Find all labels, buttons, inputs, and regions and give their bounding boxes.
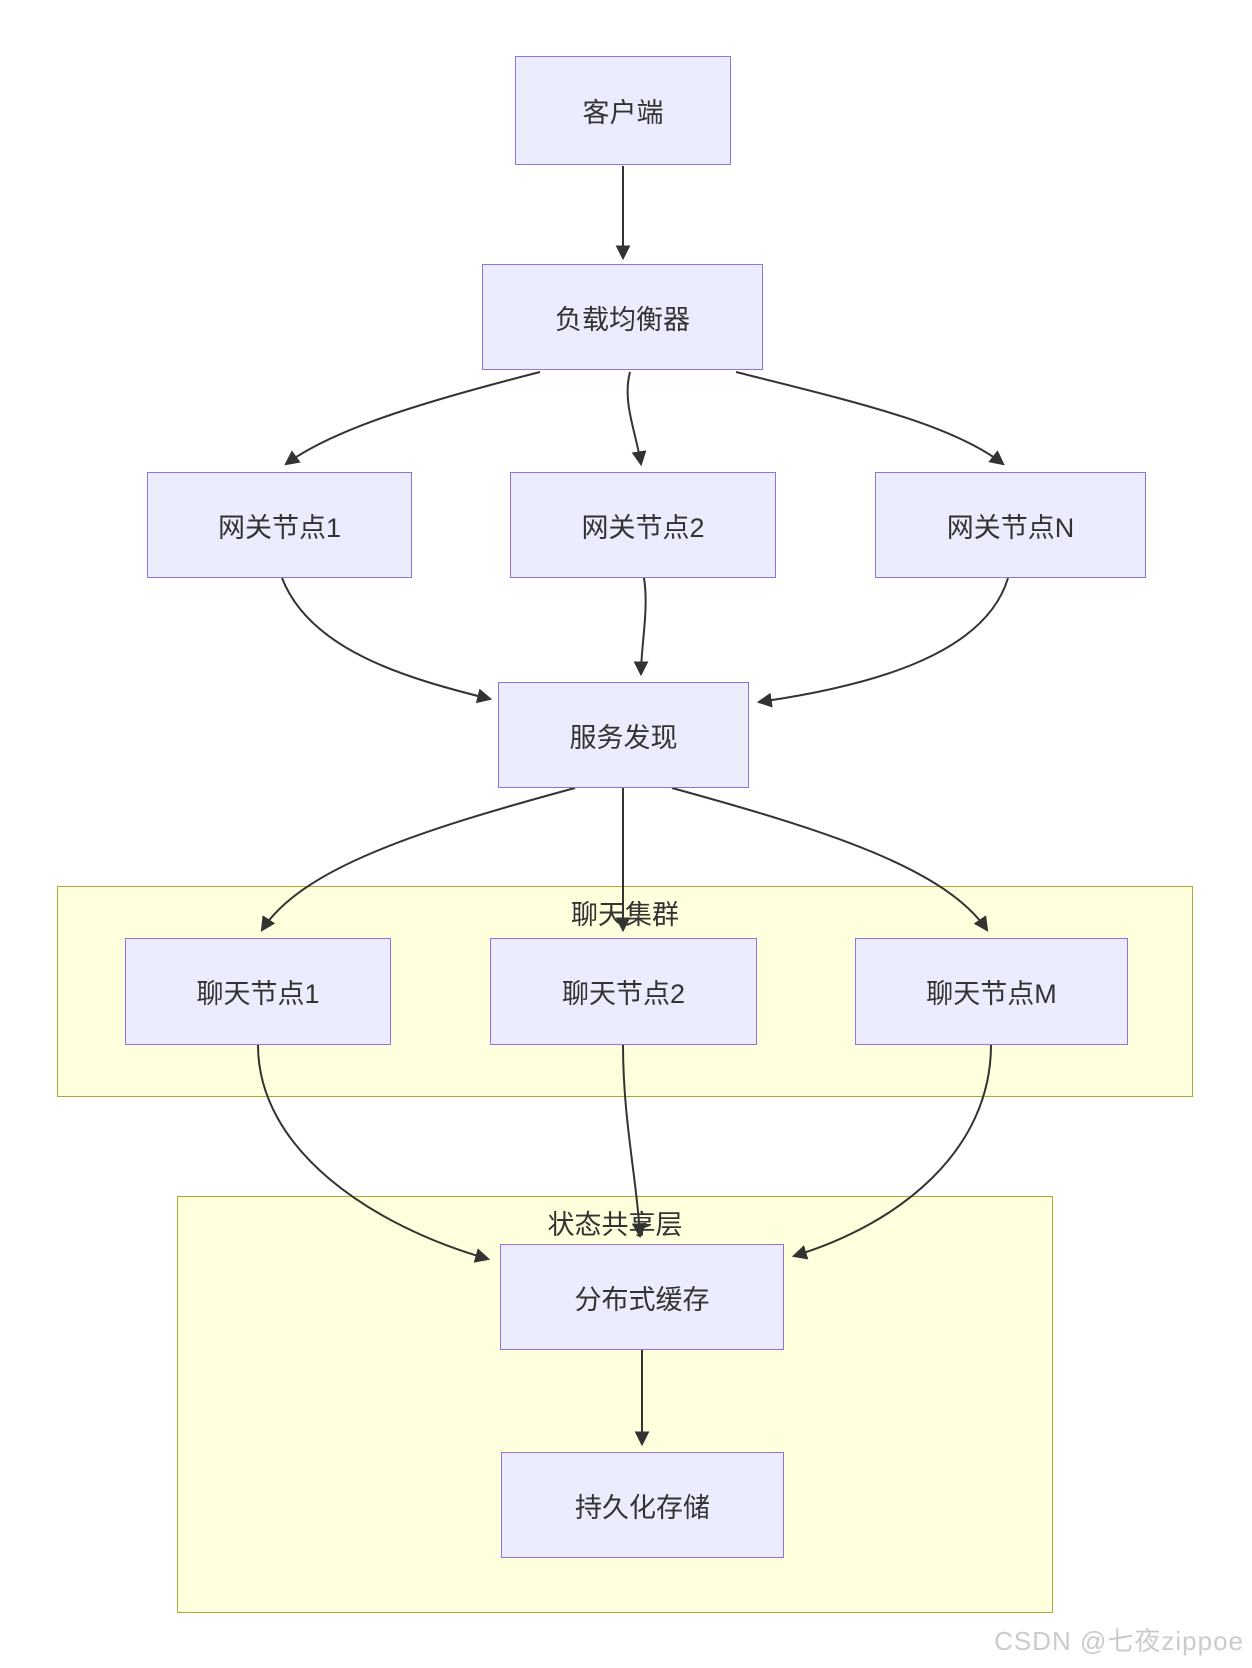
node-service-discovery-label: 服务发现 <box>569 722 678 753</box>
node-persistent-storage: 持久化存储 <box>501 1452 784 1558</box>
edge-sd-chatM <box>671 787 989 932</box>
edge-gw1-sd <box>281 577 493 704</box>
node-load-balancer-label: 负载均衡器 <box>555 304 690 335</box>
node-chat-2: 聊天节点2 <box>490 938 757 1045</box>
node-gateway-n: 网关节点N <box>875 472 1146 578</box>
node-chat-1-label: 聊天节点1 <box>196 979 320 1009</box>
node-chat-m-label: 聊天节点M <box>926 979 1057 1009</box>
edge-sd-chat1 <box>260 787 576 932</box>
node-chat-m: 聊天节点M <box>855 938 1128 1045</box>
csdn-watermark: CSDN @七夜zippoe <box>994 1626 1244 1656</box>
edge-gwN-sd <box>756 577 1009 708</box>
edge-lb-gwN <box>735 371 1005 466</box>
node-gateway-2-label: 网关节点2 <box>581 512 705 543</box>
node-persistent-storage-label: 持久化存储 <box>575 1492 710 1523</box>
edge-lb-gw1 <box>284 371 541 466</box>
node-client: 客户端 <box>515 56 731 165</box>
node-distributed-cache: 分布式缓存 <box>500 1244 784 1350</box>
node-chat-2-label: 聊天节点2 <box>561 979 686 1009</box>
node-gateway-1-label: 网关节点1 <box>217 512 342 543</box>
cluster-state-layer-title: 状态共享层 <box>547 1210 683 1240</box>
node-service-discovery: 服务发现 <box>498 682 749 788</box>
node-load-balancer: 负载均衡器 <box>482 264 763 370</box>
edge-gw2-sd <box>633 577 649 677</box>
edge-chat2-cache <box>622 1044 647 1239</box>
node-distributed-cache-label: 分布式缓存 <box>574 1284 710 1315</box>
edge-lb-gw2 <box>626 371 647 467</box>
node-client-label: 客户端 <box>582 98 664 128</box>
node-gateway-1: 网关节点1 <box>147 472 412 578</box>
node-gateway-n-label: 网关节点N <box>946 512 1075 543</box>
edge-chat1-cache <box>257 1044 491 1263</box>
node-chat-1: 聊天节点1 <box>125 938 391 1045</box>
edge-chatM-cache <box>791 1044 992 1260</box>
node-gateway-2: 网关节点2 <box>510 472 776 578</box>
